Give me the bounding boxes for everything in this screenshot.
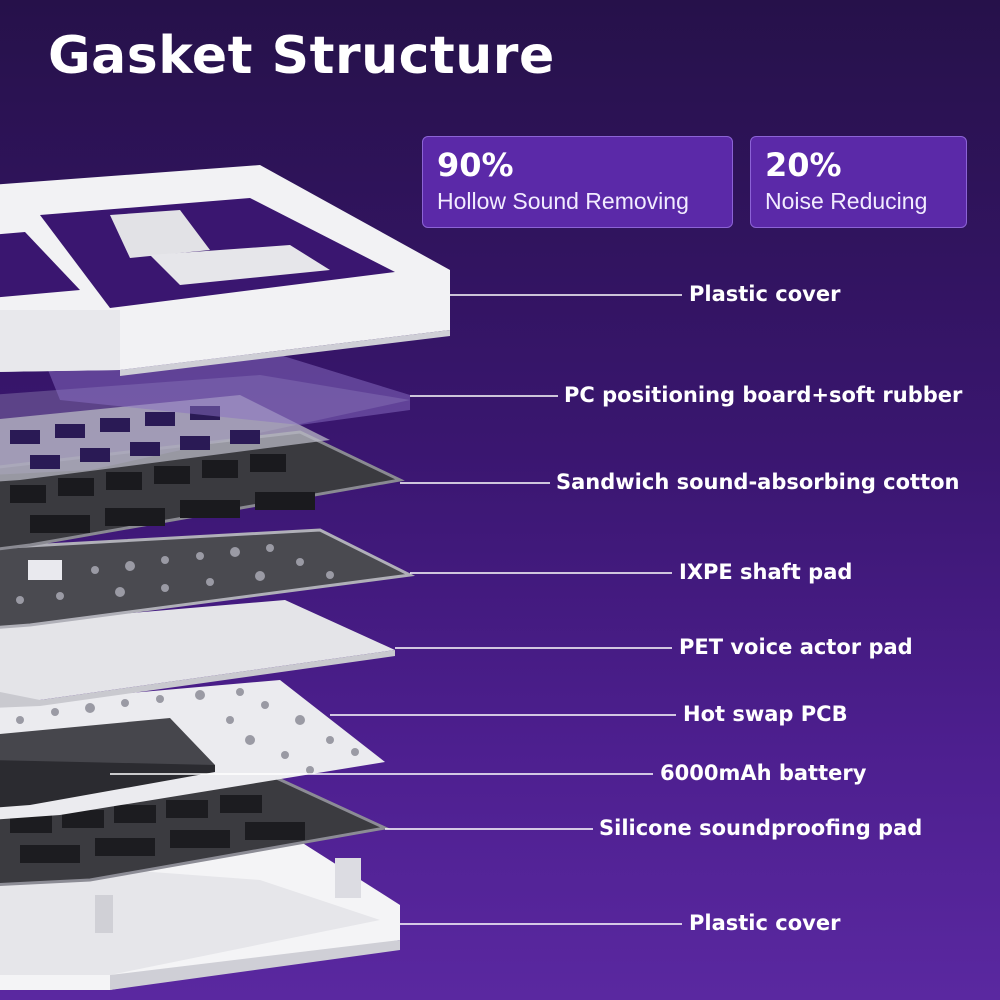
label-battery: 6000mAh battery (660, 761, 867, 785)
label-silicone-pad: Silicone soundproofing pad (599, 816, 923, 840)
pet-voice-actor-pad-layer (0, 600, 395, 708)
label-ixpe-shaft-pad: IXPE shaft pad (679, 560, 853, 584)
stat-noise-reducing: 20% Noise Reducing (750, 136, 967, 228)
stat-description: Hollow Sound Removing (437, 188, 689, 214)
stat-description: Noise Reducing (765, 188, 928, 214)
label-plastic-cover-bottom: Plastic cover (689, 911, 841, 935)
top-plastic-cover-layer (0, 165, 450, 376)
stat-value: 20% (765, 146, 842, 184)
label-pet-voice-actor-pad: PET voice actor pad (679, 635, 913, 659)
label-pc-positioning-board: PC positioning board+soft rubber (564, 383, 963, 407)
label-hot-swap-pcb: Hot swap PCB (683, 702, 848, 726)
ixpe-shaft-pad-layer (0, 528, 416, 629)
page-title: Gasket Structure (48, 26, 555, 86)
label-plastic-cover-top: Plastic cover (689, 282, 841, 306)
stat-hollow-sound: 90% Hollow Sound Removing (422, 136, 733, 228)
label-sandwich-cotton: Sandwich sound-absorbing cotton (556, 470, 960, 494)
battery-layer (0, 718, 215, 808)
stat-value: 90% (437, 146, 514, 184)
